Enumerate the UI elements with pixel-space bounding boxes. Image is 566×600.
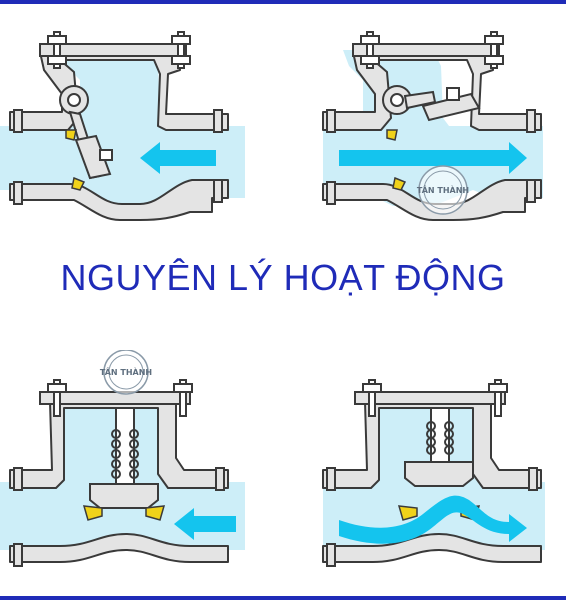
disc-nut <box>99 149 113 161</box>
bonnet-flange <box>352 43 500 57</box>
spring-coil-compressed <box>426 421 454 455</box>
nut-right <box>173 383 193 393</box>
flange-left-lower <box>13 181 23 205</box>
disc-closed <box>74 134 112 180</box>
bolt-left <box>53 31 61 69</box>
seat-ring-left <box>82 505 103 521</box>
nut-left <box>362 383 382 393</box>
valve-body-lower <box>9 533 229 563</box>
nut-right <box>171 35 191 45</box>
nut-left-lower <box>360 55 380 65</box>
nut-right-lower <box>171 55 191 65</box>
lift-valve-open-diagram <box>322 379 545 567</box>
nut-right-lower <box>484 55 504 65</box>
flange-right-lower <box>526 179 536 203</box>
disc-nut <box>446 87 460 101</box>
flow-arrow-reverse <box>140 142 216 174</box>
nut-left <box>47 35 67 45</box>
flow-arrow-reverse <box>174 508 236 540</box>
flange-right-upper <box>215 467 225 491</box>
nut-right <box>488 383 508 393</box>
bolt-left <box>53 379 61 417</box>
flange-left-lower <box>326 181 336 205</box>
seat-ring-left <box>397 505 418 521</box>
bonnet-flange <box>354 391 506 405</box>
flow-arrow-forward-wave <box>339 495 527 544</box>
nut-right <box>484 35 504 45</box>
bolt-right <box>490 31 498 69</box>
bolt-right <box>179 379 187 417</box>
seat-ring-lower <box>71 176 86 191</box>
lift-valve-closed-diagram: TÂN THÀNH <box>0 350 245 567</box>
bonnet-flange <box>39 391 191 405</box>
lift-disc-closed <box>89 483 159 509</box>
flange-right-upper <box>526 109 536 133</box>
watermark-text: TÂN THÀNH <box>417 184 469 195</box>
panel-lift-open <box>283 350 566 600</box>
seat-ring-lower <box>392 176 407 191</box>
flange-left-upper <box>13 109 23 133</box>
flange-right-upper <box>213 109 223 133</box>
flange-right-lower <box>213 179 223 203</box>
water-region <box>0 50 245 206</box>
panel-swing-closed <box>0 8 283 234</box>
nut-left <box>47 383 67 393</box>
bonnet-flange <box>39 43 187 57</box>
seat-ring-upper <box>65 129 77 141</box>
hinge-pin-icon <box>390 93 404 107</box>
watermark-text: TÂN THÀNH <box>100 366 152 377</box>
valve-body-lower <box>322 533 542 563</box>
flange-left-lower <box>13 543 23 567</box>
flow-arrow-forward <box>339 142 527 174</box>
nut-left-lower <box>47 55 67 65</box>
flange-left-upper <box>13 467 23 491</box>
bolt-right <box>177 31 185 69</box>
watermark-stamp: TÂN THÀNH <box>417 165 469 215</box>
seat-ring-right <box>145 505 166 521</box>
swing-valve-closed-diagram <box>0 31 245 221</box>
hinge-pin-icon <box>67 93 81 107</box>
swing-valve-open-diagram: TÂN THÀNH <box>322 31 543 221</box>
page-title: NGUYÊN LÝ HOẠT ĐỘNG <box>60 257 506 298</box>
spring-coil <box>111 429 139 479</box>
bolt-left <box>366 31 374 69</box>
flange-left-upper <box>326 109 336 133</box>
watermark-stamp: TÂN THÀNH <box>100 350 152 395</box>
bolt-right <box>494 379 502 417</box>
flange-right-upper <box>528 467 538 491</box>
seat-ring-upper <box>386 129 398 141</box>
flange-left-upper <box>326 467 336 491</box>
panel-lift-closed: TÂN THÀNH <box>0 350 283 600</box>
bolt-left <box>368 379 376 417</box>
lift-disc-open <box>404 461 474 487</box>
nut-left <box>360 35 380 45</box>
panel-swing-open: TÂN THÀNH <box>283 8 566 234</box>
flange-left-lower <box>326 543 336 567</box>
